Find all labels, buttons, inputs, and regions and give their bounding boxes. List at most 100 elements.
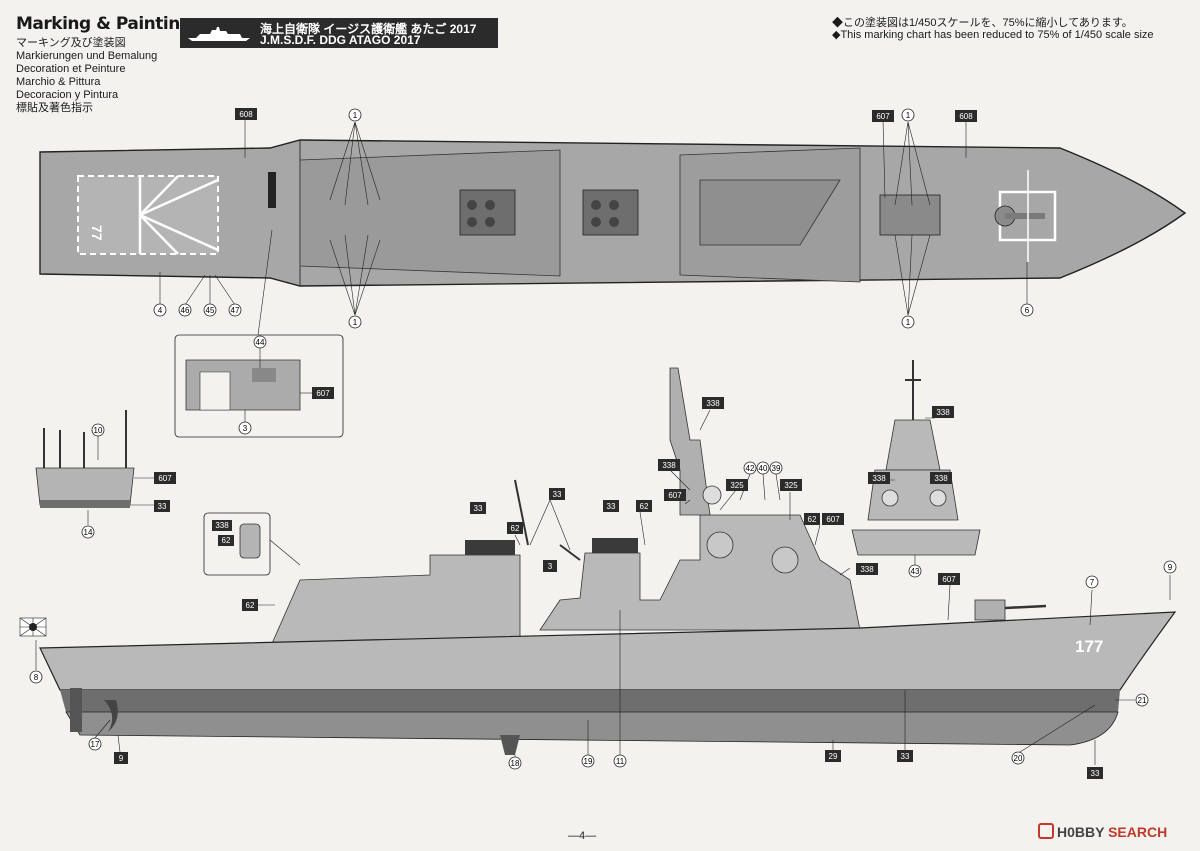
svg-text:33: 33 xyxy=(607,502,616,511)
paint-607-bridge: 607 xyxy=(822,513,844,525)
callout-21: 21 xyxy=(1135,693,1149,707)
banner-title-jp: 海上自衛隊 イージス護衛艦 あたご 2017 xyxy=(260,22,477,36)
subtitle-es: Decoracion y Pintura xyxy=(16,89,119,101)
paint-338-mast-low: 338 xyxy=(658,459,680,471)
side-view: 17 7 xyxy=(19,367,1177,755)
subtitle-de: Markierungen und Bemalung xyxy=(16,50,158,62)
svg-text:6: 6 xyxy=(1025,306,1030,315)
svg-text:43: 43 xyxy=(911,567,920,576)
paint-29-hull: 29 xyxy=(825,750,841,762)
paint-33-aft-stack: 33 xyxy=(470,502,486,514)
svg-text:11: 11 xyxy=(616,757,625,766)
svg-text:338: 338 xyxy=(662,461,676,470)
callout-7: 7 xyxy=(1085,575,1099,589)
top-view-callout-labels: 1 1 1 1 608 607 608 4 46 45 47 6 xyxy=(153,108,1034,329)
callout-1-bottom-b: 1 xyxy=(901,315,915,329)
paint-33-hull: 33 xyxy=(897,750,913,762)
svg-text:33: 33 xyxy=(1091,769,1100,778)
paint-62-forward-stack: 62 xyxy=(636,500,652,512)
svg-text:607: 607 xyxy=(316,389,330,398)
callout-47: 47 xyxy=(228,303,242,317)
callout-40: 40 xyxy=(756,461,770,475)
deck-number: 77 xyxy=(89,225,105,241)
paint-607-bow: 607 xyxy=(872,110,894,122)
svg-text:338: 338 xyxy=(934,474,948,483)
svg-text:9: 9 xyxy=(119,754,124,763)
svg-text:325: 325 xyxy=(730,481,744,490)
svg-text:607: 607 xyxy=(158,474,172,483)
page-title: Marking & Painting xyxy=(16,14,192,34)
svg-text:7: 7 xyxy=(1090,578,1095,587)
svg-text:39: 39 xyxy=(772,464,781,473)
ship-silhouette-icon xyxy=(188,27,250,41)
paint-325-right: 325 xyxy=(780,479,802,491)
svg-text:29: 29 xyxy=(829,752,838,761)
brand-watermark: H0BBY SEARCH xyxy=(1038,823,1167,840)
stern-detail: 10 607 33 14 xyxy=(35,410,176,539)
paint-325-left: 325 xyxy=(726,479,748,491)
svg-text:46: 46 xyxy=(181,306,190,315)
side-view-callout-labels: 338 338 607 42 40 39 325 325 62 607 62 3… xyxy=(29,397,1177,779)
svg-text:1: 1 xyxy=(353,318,358,327)
subtitle-cn: 標貼及著色指示 xyxy=(16,102,93,114)
callout-39: 39 xyxy=(769,461,783,475)
page-number: —4— xyxy=(568,830,597,842)
callout-11: 11 xyxy=(613,754,627,768)
callout-46: 46 xyxy=(178,303,192,317)
svg-text:8: 8 xyxy=(34,673,39,682)
hull-number: 177 xyxy=(1075,637,1103,656)
callout-45: 45 xyxy=(203,303,217,317)
brand-logo-icon xyxy=(1038,823,1054,839)
svg-text:44: 44 xyxy=(256,338,265,347)
paint-3-mast: 3 xyxy=(543,560,557,572)
svg-text:607: 607 xyxy=(826,515,840,524)
callout-4: 4 xyxy=(153,303,167,317)
svg-text:33: 33 xyxy=(901,752,910,761)
side-view-callout-lines xyxy=(35,409,1171,765)
ciws-detail: 338 62 xyxy=(203,512,301,576)
paint-607-stern-detail: 607 xyxy=(154,472,176,484)
svg-text:4: 4 xyxy=(158,306,163,315)
callout-19: 19 xyxy=(581,754,595,768)
callout-44: 44 xyxy=(253,335,267,349)
svg-text:42: 42 xyxy=(746,464,755,473)
paint-33-stern-detail: 33 xyxy=(154,500,170,512)
flight-deck: 77 xyxy=(77,175,219,255)
svg-text:62: 62 xyxy=(246,601,255,610)
svg-text:62: 62 xyxy=(222,536,231,545)
paint-338-front-left: 338 xyxy=(868,472,890,484)
subtitle-it: Marchio & Pittura xyxy=(16,76,101,88)
callout-20: 20 xyxy=(1011,751,1025,765)
callout-17: 17 xyxy=(88,737,102,751)
paint-607-gun: 607 xyxy=(938,573,960,585)
svg-text:20: 20 xyxy=(1014,754,1023,763)
callout-18: 18 xyxy=(508,756,522,770)
svg-text:17: 17 xyxy=(91,740,100,749)
paint-608-stern: 608 xyxy=(235,108,257,120)
callout-1-bottom-a: 1 xyxy=(348,315,362,329)
svg-text:3: 3 xyxy=(548,562,553,571)
paint-338-mast: 338 xyxy=(702,397,724,409)
subtitle-jp: マーキング及び塗装図 xyxy=(16,37,126,49)
svg-text:607: 607 xyxy=(668,491,682,500)
svg-text:62: 62 xyxy=(511,524,520,533)
callout-42: 42 xyxy=(743,461,757,475)
svg-text:1: 1 xyxy=(353,111,358,120)
svg-text:40: 40 xyxy=(759,464,768,473)
svg-text:33: 33 xyxy=(553,490,562,499)
scale-note-jp: ◆この塗装図は1/450スケールを、75%に縮小してあります。 xyxy=(832,17,1133,29)
svg-text:9: 9 xyxy=(1168,563,1173,572)
paint-33-bow: 33 xyxy=(1087,767,1103,779)
svg-text:338: 338 xyxy=(936,408,950,417)
scale-note-en: ◆This marking chart has been reduced to … xyxy=(832,29,1154,41)
svg-text:18: 18 xyxy=(511,759,520,768)
svg-text:47: 47 xyxy=(231,306,240,315)
paint-338-front-right: 338 xyxy=(930,472,952,484)
front-view: 338 338 338 43 xyxy=(851,360,981,578)
top-view: 77 xyxy=(39,139,1187,287)
callout-10: 10 xyxy=(91,423,105,437)
svg-text:62: 62 xyxy=(640,502,649,511)
paint-33-forward-stack: 33 xyxy=(603,500,619,512)
svg-text:21: 21 xyxy=(1138,696,1147,705)
paint-338-detail: 338 xyxy=(212,520,232,531)
